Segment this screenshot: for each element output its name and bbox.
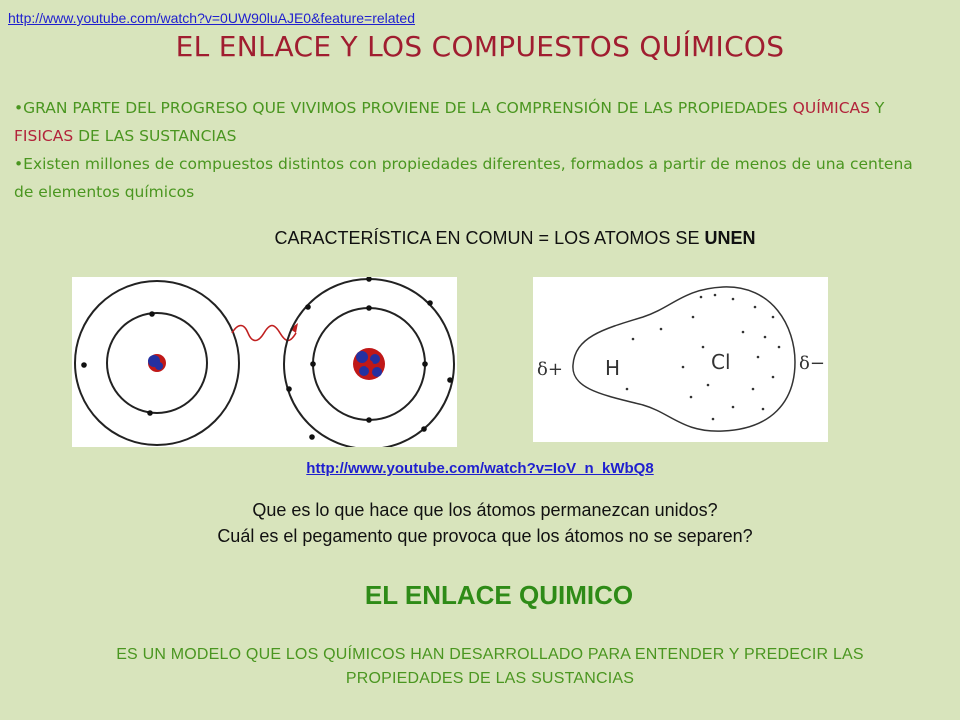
left-atom: [74, 280, 240, 446]
bullet-1-text-c: DE LAS SUSTANCIAS: [73, 127, 237, 145]
top-video-link[interactable]: http://www.youtube.com/watch?v=0UW90luAJ…: [8, 10, 415, 26]
video-link[interactable]: http://www.youtube.com/watch?v=IoV_n_kWb…: [306, 460, 654, 477]
bullet-2-text: Existen millones de compuestos distintos…: [14, 155, 913, 201]
question-1: Que es lo que hace que los átomos perman…: [252, 500, 718, 520]
bullet-1-text-b: Y: [870, 99, 885, 117]
bullet-1-text-a: GRAN PARTE DEL PROGRESO QUE VIVIMOS PROV…: [23, 99, 793, 117]
hcl-cloud-svg: δ+ H Cl δ−: [537, 286, 825, 432]
slide-title: EL ENLACE Y LOS COMPUESTOS QUÍMICOS: [175, 30, 785, 63]
hcl-cloud-image: δ+ H Cl δ−: [533, 277, 828, 442]
right-atom: [283, 277, 455, 447]
common-characteristic-text: CARACTERÍSTICA EN COMUN = LOS ATOMOS SE: [274, 228, 705, 248]
bullet-1-fisicas: FISICAS: [14, 127, 74, 145]
atoms-diagram-svg: [74, 277, 455, 447]
hydrogen-label: H: [605, 356, 620, 380]
delta-plus-label: δ+: [537, 359, 563, 380]
bullet-list: •GRAN PARTE DEL PROGRESO QUE VIVIMOS PRO…: [14, 94, 934, 206]
electron-dots: [625, 293, 781, 421]
section-heading: EL ENLACE QUIMICO: [364, 580, 634, 610]
question-2: Cuál es el pegamento que provoca que los…: [217, 526, 753, 546]
bullet-1: •GRAN PARTE DEL PROGRESO QUE VIVIMOS PRO…: [14, 99, 885, 145]
common-characteristic-bold: UNEN: [704, 228, 756, 248]
common-characteristic: CARACTERÍSTICA EN COMUN = LOS ATOMOS SE …: [0, 228, 960, 249]
definition-text: ES UN MODELO QUE LOS QUÍMICOS HAN DESARR…: [116, 646, 864, 687]
chlorine-label: Cl: [711, 350, 731, 374]
electron-cloud-outline: [572, 286, 796, 432]
transfer-arrow: [231, 324, 297, 342]
delta-minus-label: δ−: [799, 353, 825, 374]
questions-block: Que es lo que hace que los átomos perman…: [0, 497, 960, 549]
bullet-1-quimicas: QUÍMICAS: [792, 99, 870, 117]
bullet-2: •Existen millones de compuestos distinto…: [14, 155, 913, 201]
atoms-diagram-image: [72, 277, 457, 447]
